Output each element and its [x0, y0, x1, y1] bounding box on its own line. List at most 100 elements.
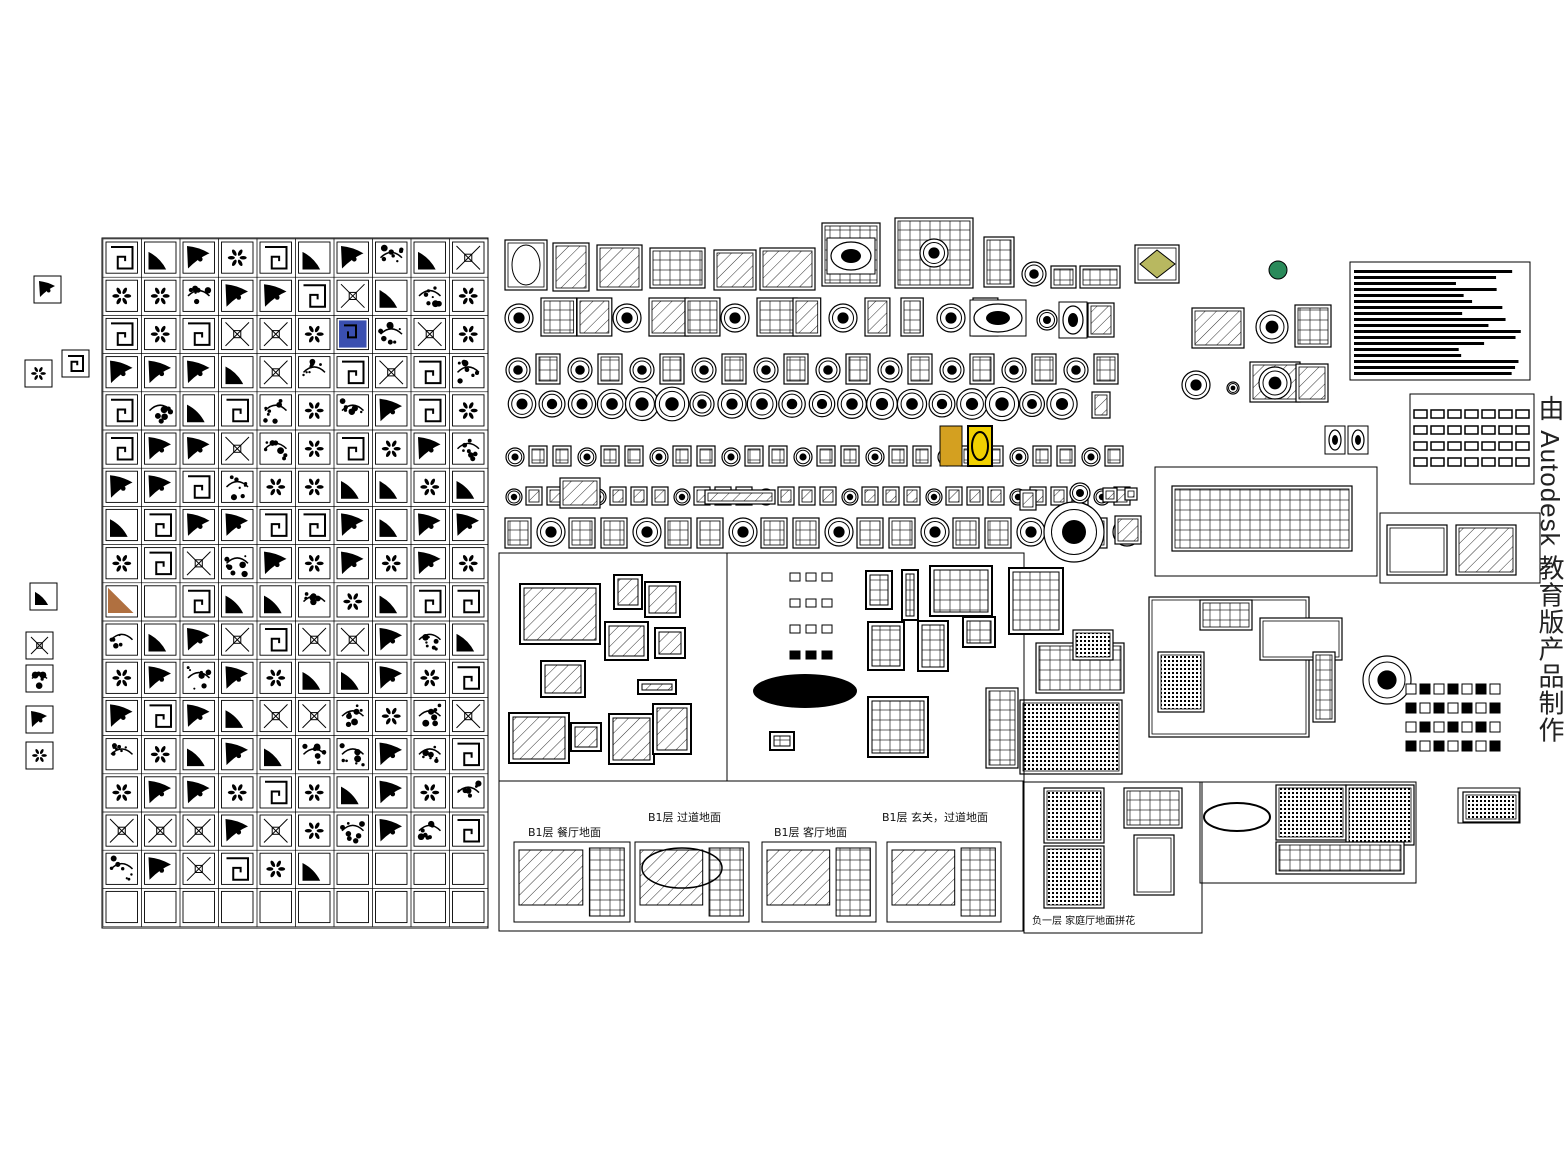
- legend-swatch: [805, 650, 817, 660]
- tile-cell: [295, 849, 335, 889]
- pattern-tile: [721, 353, 747, 385]
- pattern-tile: [1091, 391, 1111, 419]
- legend-item: [1447, 409, 1462, 419]
- tile-cell: [102, 735, 142, 775]
- medallion: [632, 517, 662, 547]
- loose-tile: [25, 705, 54, 734]
- tile-cell: [410, 582, 450, 622]
- text-line: [1354, 330, 1521, 333]
- tile-cell: [372, 620, 412, 660]
- pattern-tile: [969, 353, 995, 385]
- medallion-pattern-collection: [504, 217, 1520, 909]
- tile-cell: [179, 276, 219, 316]
- pattern-tile: [756, 297, 798, 337]
- pattern-tile: [882, 486, 900, 506]
- medallion: [689, 391, 715, 417]
- tile-cell: [372, 888, 412, 927]
- pattern-tile: [1019, 489, 1037, 511]
- pattern-tile: [651, 486, 669, 506]
- tile-cell: [179, 391, 219, 431]
- tile-cell: [449, 658, 489, 698]
- tile-cell: [333, 467, 373, 507]
- medallion: [815, 357, 841, 383]
- panel-plan-elevation: [1154, 466, 1378, 577]
- tile-cell: [372, 467, 412, 507]
- ceiling-plan: [637, 679, 677, 695]
- pattern-tile: [840, 445, 860, 467]
- medallion: [629, 357, 655, 383]
- text-line: [1354, 276, 1497, 279]
- medallion: [925, 488, 943, 506]
- legend-swatch: [1489, 721, 1501, 733]
- tile-cell: [179, 888, 219, 927]
- panel-small-medallion: [1457, 787, 1521, 824]
- tile-cell: [179, 467, 219, 507]
- tile-cell: [372, 811, 412, 851]
- medallion: [939, 357, 965, 383]
- medallion: [936, 303, 966, 333]
- oval-floor-plan: [641, 847, 723, 889]
- legend-swatch: [1433, 683, 1445, 695]
- medallion: [1043, 501, 1105, 563]
- pattern-tile: [1124, 487, 1138, 501]
- medallion: [824, 517, 854, 547]
- tile-cell: [179, 658, 219, 698]
- pattern-tile: [713, 249, 757, 291]
- medallion: [596, 388, 628, 420]
- tile-cell: [141, 353, 181, 393]
- pattern-tile: [1093, 353, 1119, 385]
- medallion: [1018, 390, 1046, 418]
- tile-cell: [372, 697, 412, 736]
- tile-cell: [410, 238, 450, 278]
- medallion: [1009, 447, 1029, 467]
- tile-cell: [141, 276, 181, 316]
- tile-cell: [295, 658, 335, 698]
- pattern-tile: [1345, 784, 1415, 846]
- medallion: [721, 447, 741, 467]
- pattern-tile: [1462, 791, 1520, 823]
- ceiling-plan: [929, 565, 993, 617]
- tile-cell: [333, 238, 373, 278]
- ceiling-plan: [570, 722, 602, 752]
- legend-swatch: [805, 572, 817, 582]
- panel-b1-floor-sheets: [498, 780, 1024, 932]
- pattern-tile: [1123, 787, 1183, 829]
- tile-cell: [449, 506, 489, 545]
- pattern-tile: [912, 445, 932, 467]
- pattern-tile: [1171, 485, 1353, 552]
- legend-swatch: [1475, 683, 1487, 695]
- medallion: [753, 357, 779, 383]
- tile-cell: [179, 735, 219, 775]
- pattern-tile: [1043, 787, 1105, 844]
- tile-cell: [179, 506, 219, 545]
- legend-item: [1447, 425, 1462, 435]
- tile-cell: [410, 888, 450, 927]
- tile-cell: [218, 849, 258, 889]
- pattern-tile: [1019, 699, 1123, 775]
- tile-cell: [256, 429, 296, 469]
- legend-item: [1498, 457, 1513, 467]
- tile-cell: [102, 315, 142, 354]
- pattern-tile: [552, 445, 572, 467]
- tile-cell: [102, 888, 142, 927]
- medallion: [919, 238, 949, 268]
- tile-cell: [256, 811, 296, 851]
- legend-swatch: [1475, 702, 1487, 714]
- legend-swatch: [1433, 721, 1445, 733]
- tile-cell: [295, 620, 335, 660]
- panel-legend-block: [1409, 393, 1535, 485]
- tile-cell: [449, 544, 489, 584]
- tile-cell: [256, 391, 296, 431]
- legend-swatch: [1433, 740, 1445, 752]
- pattern-tile: [576, 297, 613, 337]
- tile-cell: [102, 467, 142, 507]
- text-line: [1354, 354, 1462, 357]
- legend-item: [1464, 457, 1479, 467]
- pattern-tile: [983, 236, 1015, 288]
- legend-swatch: [1447, 740, 1459, 752]
- tile-cell: [218, 811, 258, 851]
- medallion: [728, 517, 758, 547]
- tile-cell: [218, 238, 258, 278]
- tile-cell: [179, 697, 219, 736]
- tile-cell: [372, 773, 412, 813]
